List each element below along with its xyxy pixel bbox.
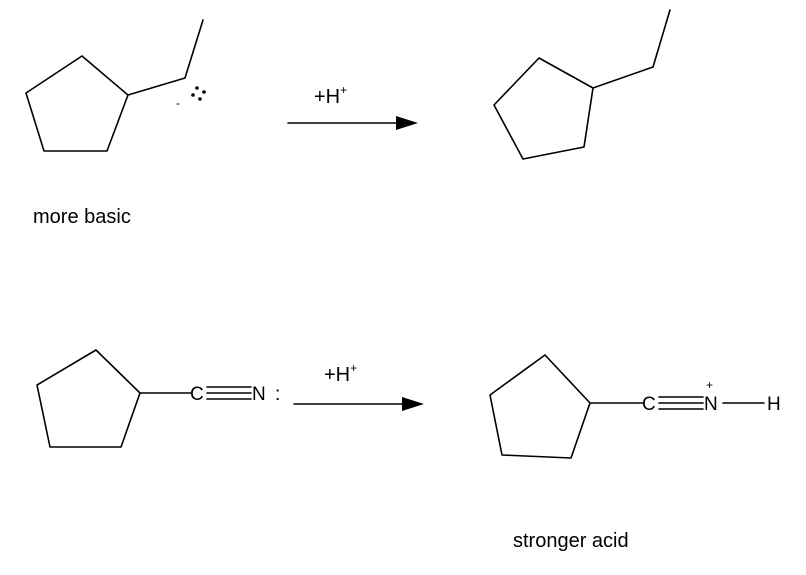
nitrilium-hydrogen: H <box>767 394 781 415</box>
triple-bond <box>206 386 252 400</box>
reaction-1: - +H+ more basic <box>25 9 671 228</box>
reaction-arrow-1 <box>287 116 418 130</box>
caption-more-basic: more basic <box>33 206 131 228</box>
nitrilium-nitrogen: N <box>704 394 718 415</box>
nitrile-carbon: C <box>190 384 204 405</box>
carbanion-lone-pair <box>191 86 206 101</box>
cyclopentane-ring <box>493 57 594 160</box>
nitrile-nitrogen: N <box>252 384 266 405</box>
nitrilium-carbon: C <box>642 394 656 415</box>
reagent-label-2: +H+ <box>324 361 357 386</box>
caption-stronger-acid: stronger acid <box>513 530 629 552</box>
reaction-arrow-2 <box>293 397 424 411</box>
reactant-1-carbanion: - <box>25 19 206 152</box>
nitrogen-lone-pair: : <box>275 384 280 405</box>
reactant-2-nitrile: C N : <box>36 349 280 448</box>
reaction-2: C N : +H+ C N <box>36 349 781 552</box>
product-2-nitrilium: C N + H <box>489 354 781 459</box>
reagent-label-1: +H+ <box>314 83 347 108</box>
ethyl-chain <box>592 9 671 89</box>
nitrogen-positive-charge: + <box>706 378 713 392</box>
cyclopentane-ring <box>36 349 141 448</box>
cyclopentane-ring <box>25 55 129 152</box>
triple-bond <box>658 396 704 410</box>
carbanion-negative-charge: - <box>176 96 180 110</box>
cyclopentane-ring <box>489 354 591 459</box>
product-1-ethylcyclopentane <box>493 9 671 160</box>
ethyl-chain <box>127 19 204 96</box>
